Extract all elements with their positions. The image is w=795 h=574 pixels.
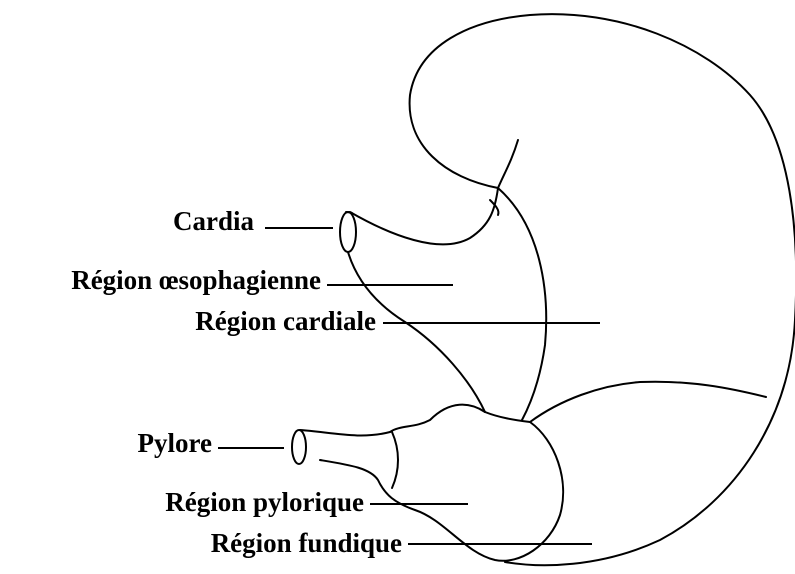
fundus-outer-curve [410,14,795,565]
label-cardia: Cardia [173,206,255,236]
esophageal-upper-edge [350,188,498,244]
greater-curvature-divider [530,382,766,422]
label-pylore: Pylore [138,428,212,458]
label-region-pylorique: Région pylorique [165,487,364,517]
labels: Cardia Région œsophagienne Région cardia… [71,206,402,558]
pyloric-upper-edge [390,405,485,432]
cardia-tube-top [346,212,352,213]
pylorus-tube-top [300,430,390,435]
label-region-cardiale: Région cardiale [195,306,376,336]
cardia-opening [340,212,356,252]
pyloric-divider [392,432,398,488]
label-region-oesophagienne: Région œsophagienne [71,265,321,295]
lesser-curvature [498,188,546,420]
pylorus-opening [292,430,306,464]
fundus-inner-hook [498,140,518,188]
stomach-outline [292,14,795,565]
label-region-fundique: Région fundique [211,528,402,558]
